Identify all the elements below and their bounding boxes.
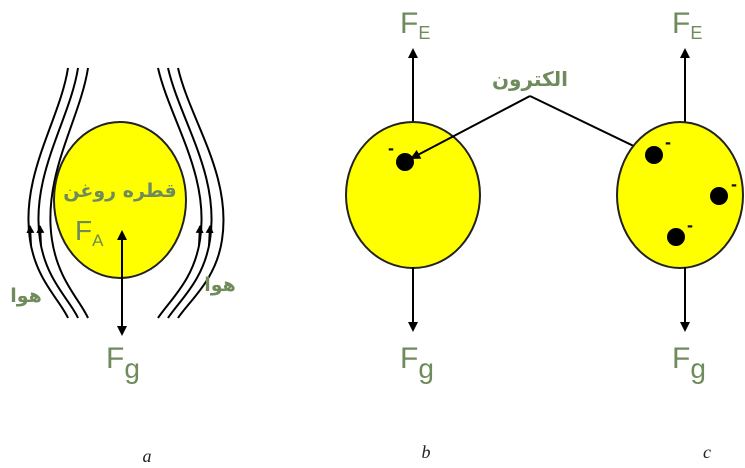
panel-b: FE - Fg b — [345, 7, 481, 462]
electron-charge-c2: - — [731, 174, 737, 194]
electron-pointer-b — [410, 95, 531, 159]
oil-drop-label: قطره روغن — [63, 180, 176, 202]
electron-annotation: الکترون — [410, 67, 648, 159]
electron-label: الکترون — [492, 67, 568, 91]
electron-charge-c1: - — [665, 132, 671, 152]
airflow-arrows-left — [26, 225, 45, 247]
air-label-left: هوا — [10, 285, 42, 307]
electron-dot-b — [396, 153, 414, 171]
electron-dot-c1 — [645, 146, 663, 164]
panel-label-a: a — [143, 446, 152, 466]
electron-charge-c3: - — [687, 215, 693, 235]
electric-force-label-b: FE — [400, 7, 430, 43]
air-label-right: هوا — [204, 274, 236, 296]
buoyancy-force-label: FA — [75, 215, 104, 250]
oil-drop-a — [53, 121, 187, 279]
electron-dot-c2 — [710, 187, 728, 205]
electron-charge-b: - — [388, 138, 394, 158]
gravity-force-label-c: Fg — [672, 342, 706, 384]
electron-dot-c3 — [667, 228, 685, 246]
panel-label-b: b — [422, 442, 431, 462]
gravity-force-label-a: Fg — [106, 342, 140, 384]
panel-c: FE - - - Fg c — [616, 7, 744, 462]
panel-label-c: c — [703, 442, 711, 462]
oil-drop-b — [345, 121, 481, 269]
electron-pointer-c — [529, 95, 648, 154]
gravity-force-label-b: Fg — [400, 342, 434, 384]
airflow-arrows-right — [195, 225, 214, 247]
panel-a: قطره روغن FA Fg هوا هوا a — [10, 67, 236, 466]
electric-force-label-c: FE — [672, 7, 702, 43]
